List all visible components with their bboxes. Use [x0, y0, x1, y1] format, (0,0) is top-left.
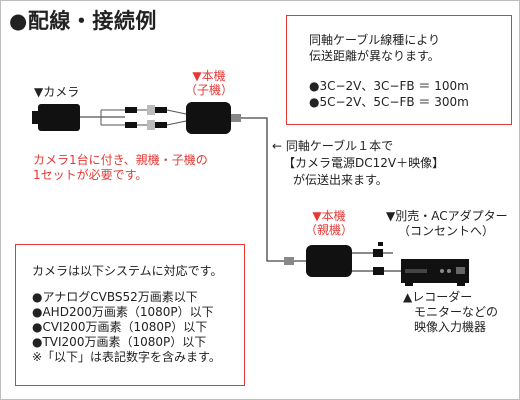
connector-bnc-1 — [125, 122, 137, 128]
recorder-button-2 — [447, 269, 451, 273]
coax-note-line-1: ← 同軸ケーブル１本で — [272, 139, 394, 153]
connector-dc-1 — [125, 107, 137, 113]
camera-compatibility-note-box: カメラは以下システムに対応です。 ●アナログCVBS52万画素以下 ●AHD20… — [15, 244, 245, 386]
cable-note-line-2: 伝送距離が異なります。 — [309, 49, 440, 63]
coax-cable — [241, 117, 284, 262]
compat-analog: ●アナログCVBS52万画素以下 — [32, 290, 198, 304]
connector-bnc-2 — [155, 122, 167, 128]
compat-cvi: ●CVI200万画素（1080P）以下 — [32, 320, 208, 334]
compat-tvi: ●TVI200万画素（1080P）以下 — [32, 335, 207, 349]
recorder-slot — [405, 269, 427, 273]
connector-dc-2 — [155, 107, 167, 113]
parent-unit-sub-label: （親機） — [304, 223, 353, 237]
parent-unit-label: ▼本機 — [312, 209, 346, 223]
coax-note-line-2: 【カメラ電源DC12V＋映像】 — [283, 156, 445, 170]
camera-lens — [32, 111, 39, 124]
page-title: ●配線・接続例 — [9, 9, 157, 33]
child-unit-device — [186, 102, 231, 134]
camera-device — [38, 104, 80, 131]
plug-2 — [147, 120, 155, 130]
compat-heading: カメラは以下システムに対応です。 — [32, 264, 223, 278]
camera-note-line-1: カメラ1台に付き、親機・子機の — [33, 153, 208, 167]
child-unit-sub-label: （子機） — [184, 83, 233, 97]
parent-unit-device — [306, 245, 352, 277]
cable-spec-3c: ●3C−2V、3C−FB ＝ 100m — [309, 79, 469, 93]
recorder-display — [456, 267, 465, 274]
compat-ahd: ●AHD200万画素（1080P）以下 — [32, 305, 214, 319]
lead-line-6 — [166, 109, 187, 115]
recorder-foot-2 — [457, 283, 465, 286]
cable-distance-note-box: 同軸ケーブル線種により 伝送距離が異なります。 ●3C−2V、3C−FB ＝ 1… — [286, 15, 512, 125]
camera-note-line-2: 1セットが必要です。 — [33, 168, 148, 182]
camera-label: ▼カメラ — [34, 85, 80, 99]
video-plug — [373, 267, 384, 275]
coax-connector-2 — [284, 257, 294, 265]
recorder-button-1 — [440, 269, 444, 273]
compat-footnote: ※「以下」は表記数字を含みます。 — [32, 350, 221, 364]
cable-note-line-1: 同軸ケーブル線種により — [309, 33, 441, 47]
recorder-foot-1 — [405, 283, 413, 286]
coax-note-line-3: が伝送出来ます。 — [293, 173, 388, 187]
recorder-label: ▲レコーダー — [403, 290, 473, 304]
cable-spec-5c: ●5C−2V、5C−FB ＝ 300m — [309, 95, 469, 109]
dc-plug — [373, 249, 383, 257]
child-unit-label: ▼本機 — [192, 69, 226, 83]
plug-1 — [147, 105, 155, 115]
lead-line-7 — [166, 120, 187, 126]
recorder-sub-label-2: 映像入力機器 — [414, 320, 487, 334]
ac-adapter-label: ▼別売・ACアダプター — [386, 209, 508, 223]
adapter-tip — [378, 242, 383, 246]
recorder-sub-label-1: モニターなどの — [414, 305, 499, 319]
ac-adapter-sub-label: （コンセントへ） — [398, 224, 495, 238]
coax-connector-1 — [231, 114, 241, 122]
